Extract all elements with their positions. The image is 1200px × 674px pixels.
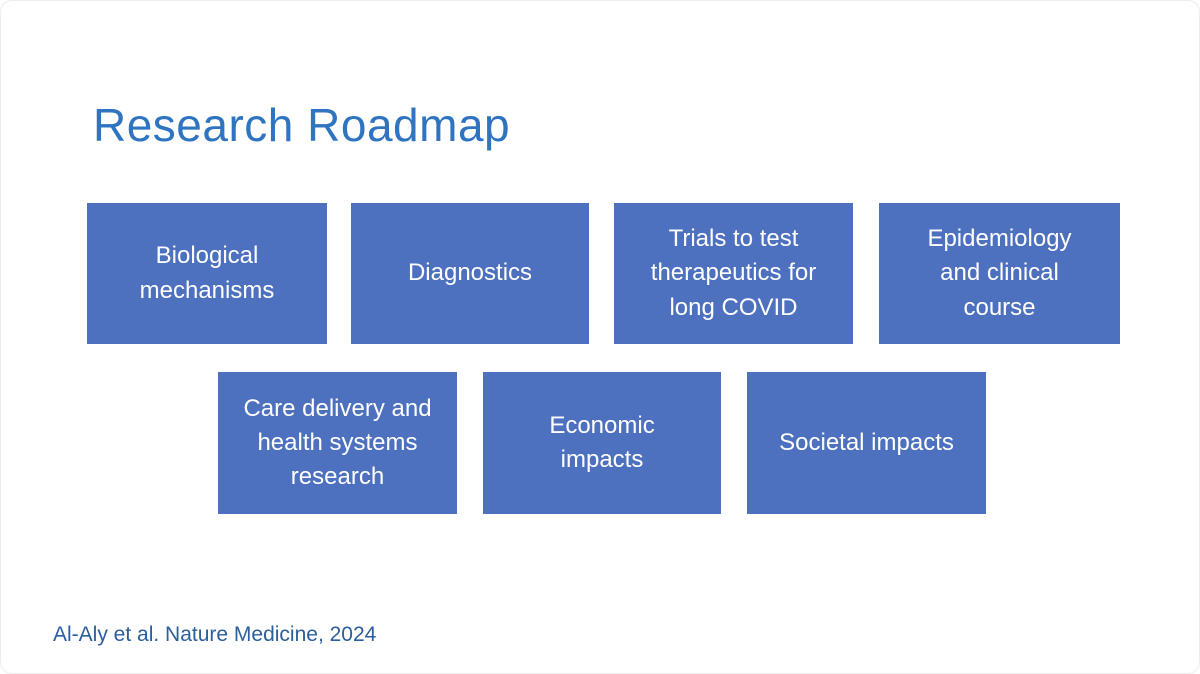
box-biological-mechanisms: Biological mechanisms: [87, 203, 327, 344]
slide-title: Research Roadmap: [93, 98, 511, 151]
box-trials-therapeutics-long-covid: Trials to test therapeutics for long COV…: [614, 203, 853, 344]
box-care-delivery-health-systems: Care delivery and health systems researc…: [218, 372, 457, 514]
citation-text: Al-Aly et al. Nature Medicine, 2024: [53, 623, 377, 646]
box-epidemiology-clinical-course: Epidemiology and clinical course: [879, 203, 1120, 344]
box-societal-impacts: Societal impacts: [747, 372, 986, 514]
box-economic-impacts: Economic impacts: [483, 372, 721, 514]
box-diagnostics: Diagnostics: [351, 203, 589, 344]
